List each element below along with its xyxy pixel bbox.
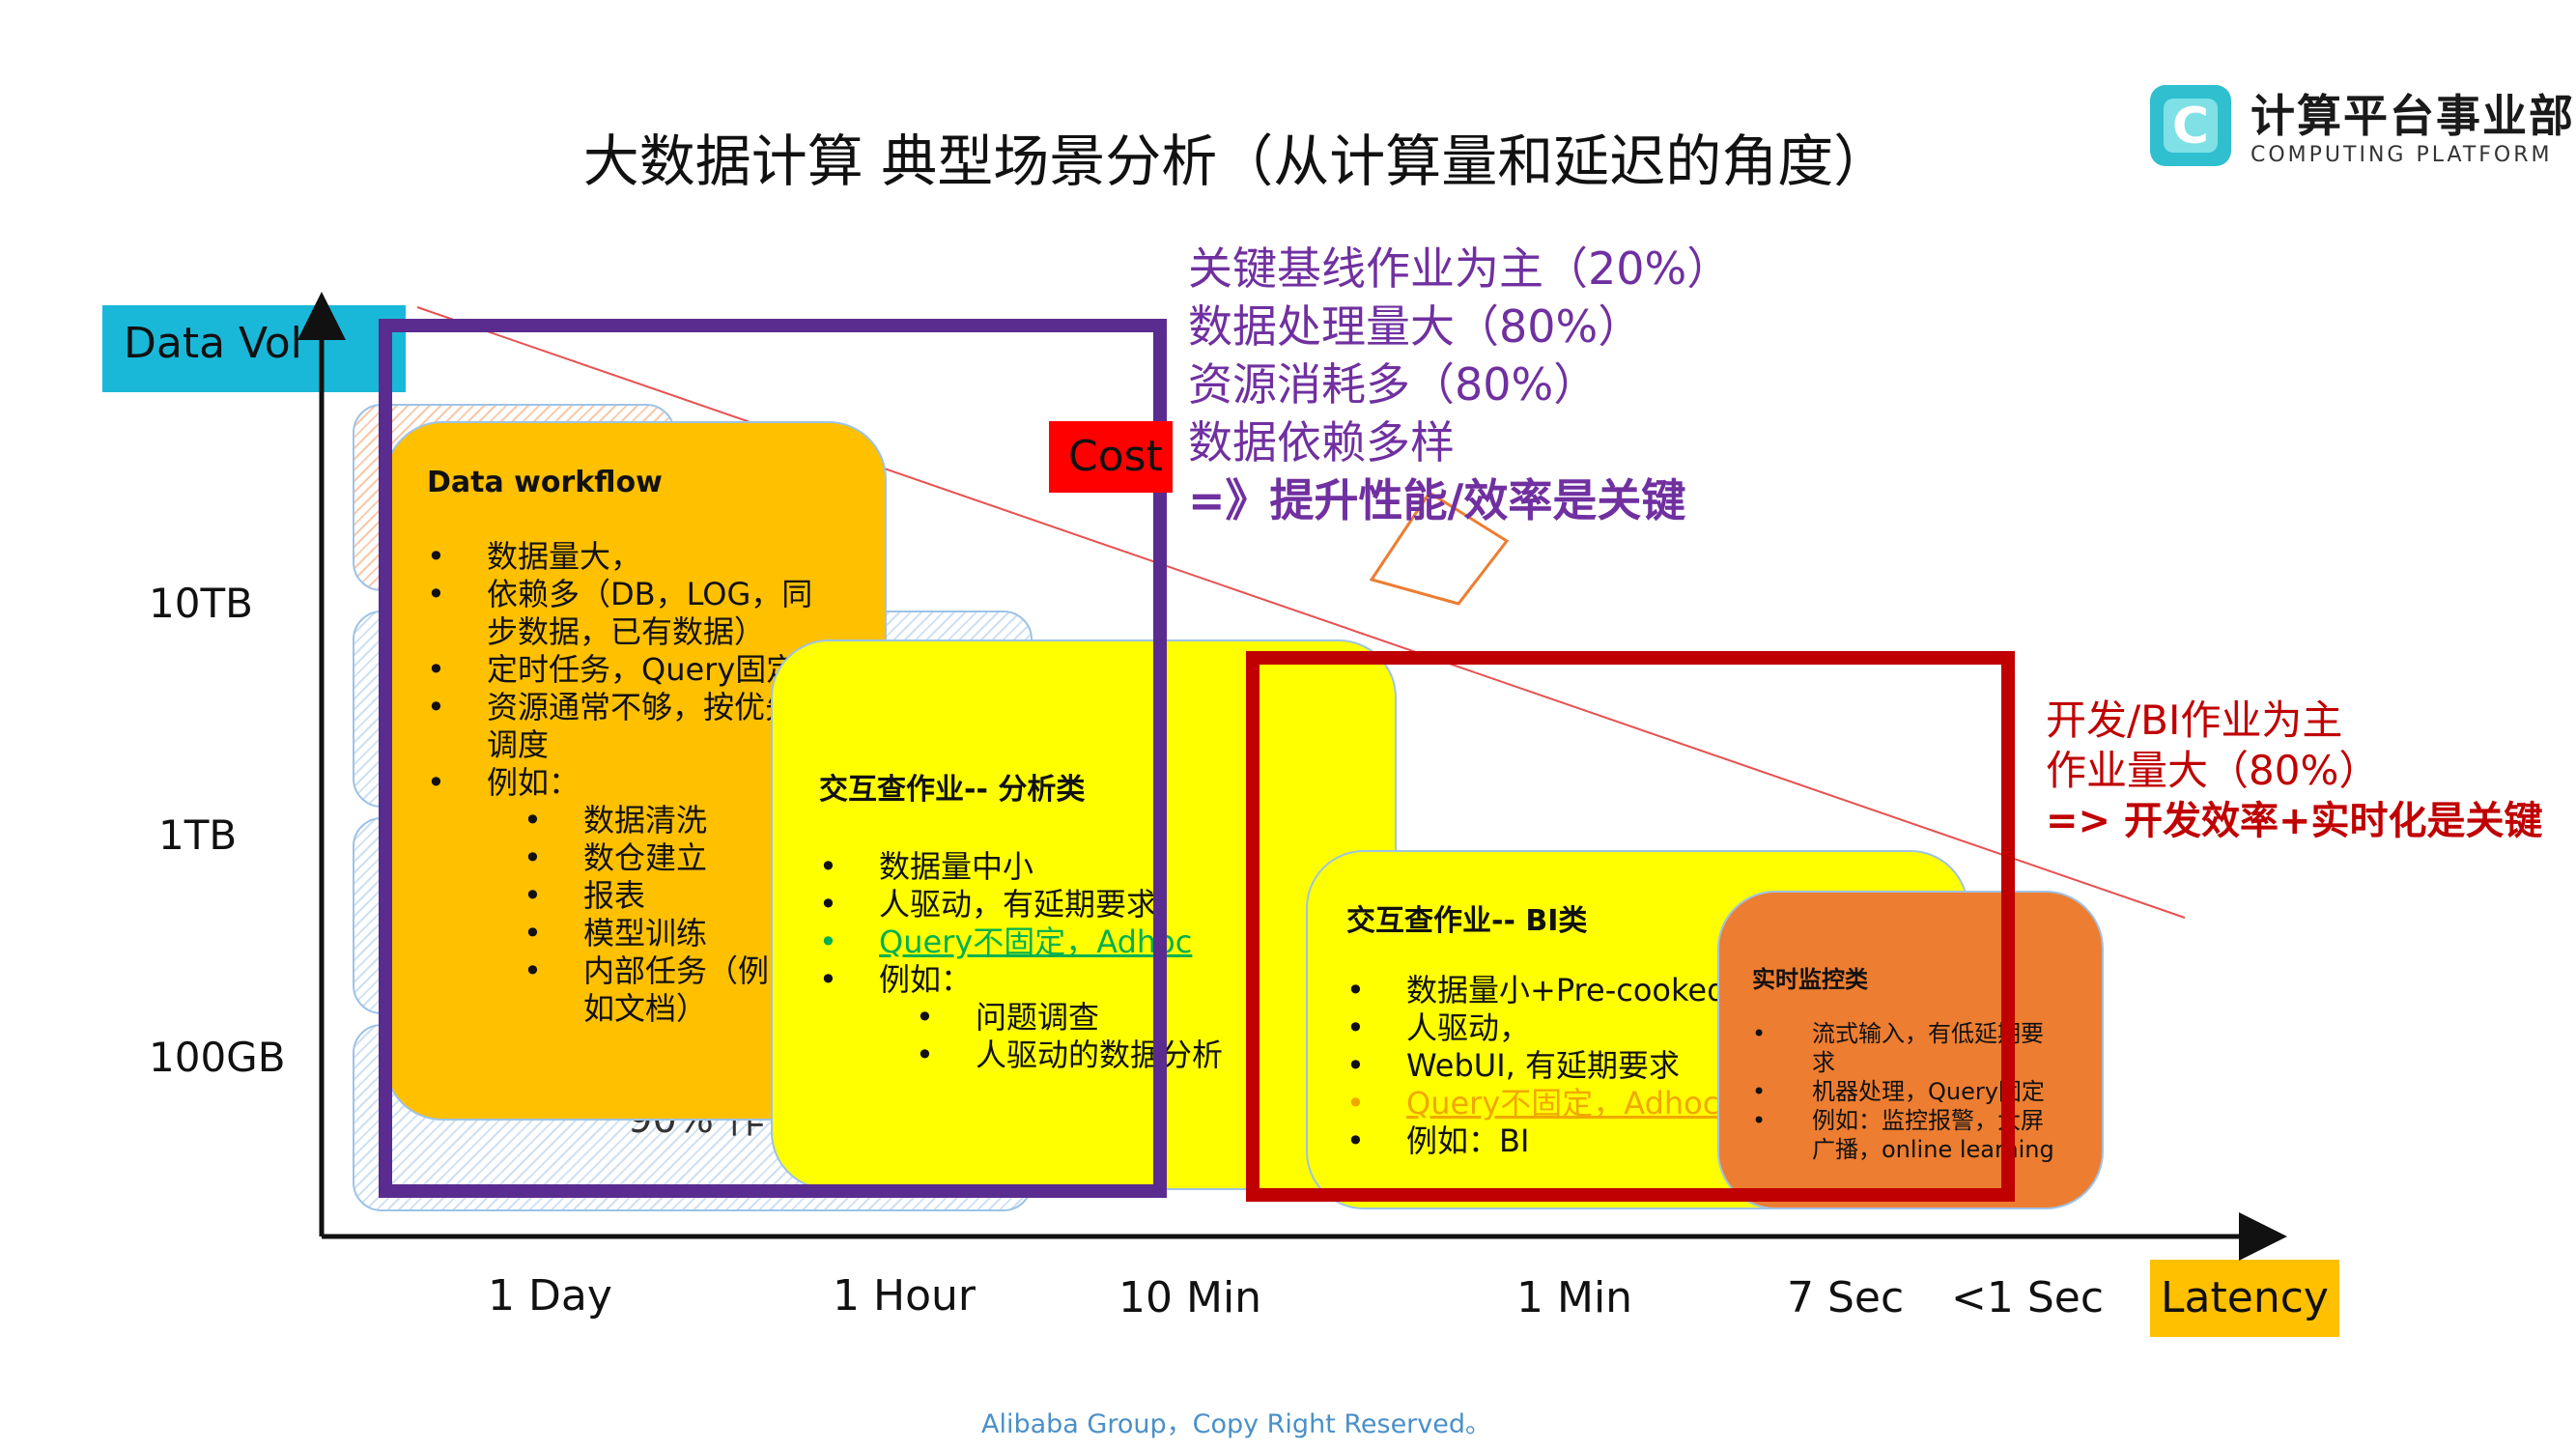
- note-conclusion: => 开发效率+实时化是关键: [2046, 799, 2543, 843]
- card-sublist: 问题调查 人驱动的数据分析: [916, 999, 1302, 1074]
- y-axis-title: Data Vol: [102, 305, 406, 392]
- list-item: 人驱动，: [1346, 1009, 1849, 1047]
- x-tick-label: 7 Sec: [1787, 1273, 1905, 1322]
- x-tick-label: 1 Min: [1516, 1273, 1633, 1322]
- callout-shape: [1369, 490, 1510, 606]
- logo-subtitle: COMPUTING PLATFORM: [2250, 143, 2553, 167]
- card-sublist: 数据清洗 数仓建立 报表 模型训练 内部任务（例如文档）: [524, 802, 784, 1028]
- note-item: 数据处理量大（80%）: [1188, 300, 1643, 353]
- list-item: 例如：BI: [1346, 1122, 1849, 1160]
- page-title: 大数据计算 典型场景分析（从计算量和延迟的角度）: [582, 128, 1890, 194]
- cost-label: Cost: [1049, 421, 1173, 493]
- note-item: 作业量大（80%）: [2046, 747, 2380, 794]
- list-item: 人驱动的数据分析: [916, 1037, 1302, 1074]
- list-item: 数仓建立: [524, 839, 784, 877]
- list-item: 人驱动，有延期要求: [819, 886, 1395, 923]
- list-item: 问题调查: [916, 999, 1302, 1037]
- card-title: 交互查作业-- BI类: [1346, 904, 1588, 938]
- svg-text:C: C: [2172, 98, 2209, 156]
- note-item: 关键基线作业为主（20%）: [1188, 242, 1732, 295]
- list-item: 资源通常不够，按优先级调度: [427, 689, 842, 764]
- footer-copyright: Alibaba Group，Copy Right Reserved。: [980, 1409, 1492, 1439]
- y-tick-label: 10TB: [149, 580, 253, 627]
- note-conclusion: =》提升性能/效率是关键: [1188, 474, 1686, 526]
- list-item: Query不固定，Adhoc: [819, 923, 1395, 961]
- logo-name: 计算平台事业部: [2250, 90, 2575, 142]
- note-item: 数据依赖多样: [1188, 416, 1455, 469]
- card-interactive-analysis: 交互查作业-- 分析类 数据量中小 人驱动，有延期要求 Query不固定，Adh…: [771, 639, 1397, 1190]
- card-realtime-monitoring: 实时监控类 流式输入，有低延期要求 机器处理，Query固定 例如：监控报警，大…: [1717, 891, 2104, 1209]
- card-title: 交互查作业-- 分析类: [819, 773, 1086, 807]
- x-axis-title: Latency: [2150, 1260, 2339, 1337]
- y-tick-label: 100GB: [149, 1034, 286, 1081]
- card-title: Data workflow: [427, 466, 663, 499]
- note-item: 资源消耗多（80%）: [1188, 358, 1599, 411]
- cost-trend-line: [416, 306, 2186, 919]
- card-list: 数据量大， 依赖多（DB，LOG，同步数据，已有数据） 定时任务，Query固定…: [427, 538, 842, 802]
- purple-notes: 关键基线作业为主（20%） 数据处理量大（80%） 资源消耗多（80%） 数据依…: [1188, 240, 1787, 529]
- list-item: WebUI, 有延期要求: [1346, 1047, 1849, 1085]
- list-item: 数据量小+Pre-cooked: [1346, 972, 1849, 1009]
- list-item: 依赖多（DB，LOG，同步数据，已有数据）: [427, 576, 842, 651]
- list-item: 数据清洗: [524, 802, 784, 839]
- list-item: 数据量大，: [427, 538, 842, 576]
- list-item: 模型训练: [524, 915, 784, 952]
- list-item: 报表: [524, 877, 784, 915]
- list-item: 例如：: [819, 961, 1395, 999]
- x-tick-label: <1 Sec: [1951, 1273, 2105, 1322]
- red-highlight-frame: [1246, 651, 2015, 1202]
- card-list: 数据量小+Pre-cooked 人驱动， WebUI, 有延期要求 Query不…: [1346, 972, 1849, 1160]
- y-tick-label: 1TB: [158, 811, 238, 859]
- note-item: 开发/BI作业为主: [2046, 696, 2343, 744]
- card-title: 实时监控类: [1752, 966, 1868, 993]
- red-notes: 开发/BI作业为主 作业量大（80%） => 开发效率+实时化是关键: [2046, 696, 2572, 846]
- x-tick-label: 10 Min: [1118, 1273, 1262, 1322]
- list-item: Query不固定，Adhoc: [1346, 1085, 1849, 1122]
- list-item: 内部任务（例如文档）: [524, 952, 784, 1028]
- purple-highlight-frame: [379, 319, 1167, 1198]
- x-tick-label: 1 Day: [488, 1271, 612, 1321]
- x-tick-label: 1 Hour: [833, 1271, 976, 1321]
- list-item: 数据量中小: [819, 848, 1395, 886]
- computing-platform-logo-icon: C: [2150, 85, 2231, 166]
- card-list: 数据量中小 人驱动，有延期要求 Query不固定，Adhoc 例如：: [819, 848, 1395, 999]
- list-item: 定时任务，Query固定: [427, 651, 842, 689]
- list-item: 例如：: [427, 764, 842, 802]
